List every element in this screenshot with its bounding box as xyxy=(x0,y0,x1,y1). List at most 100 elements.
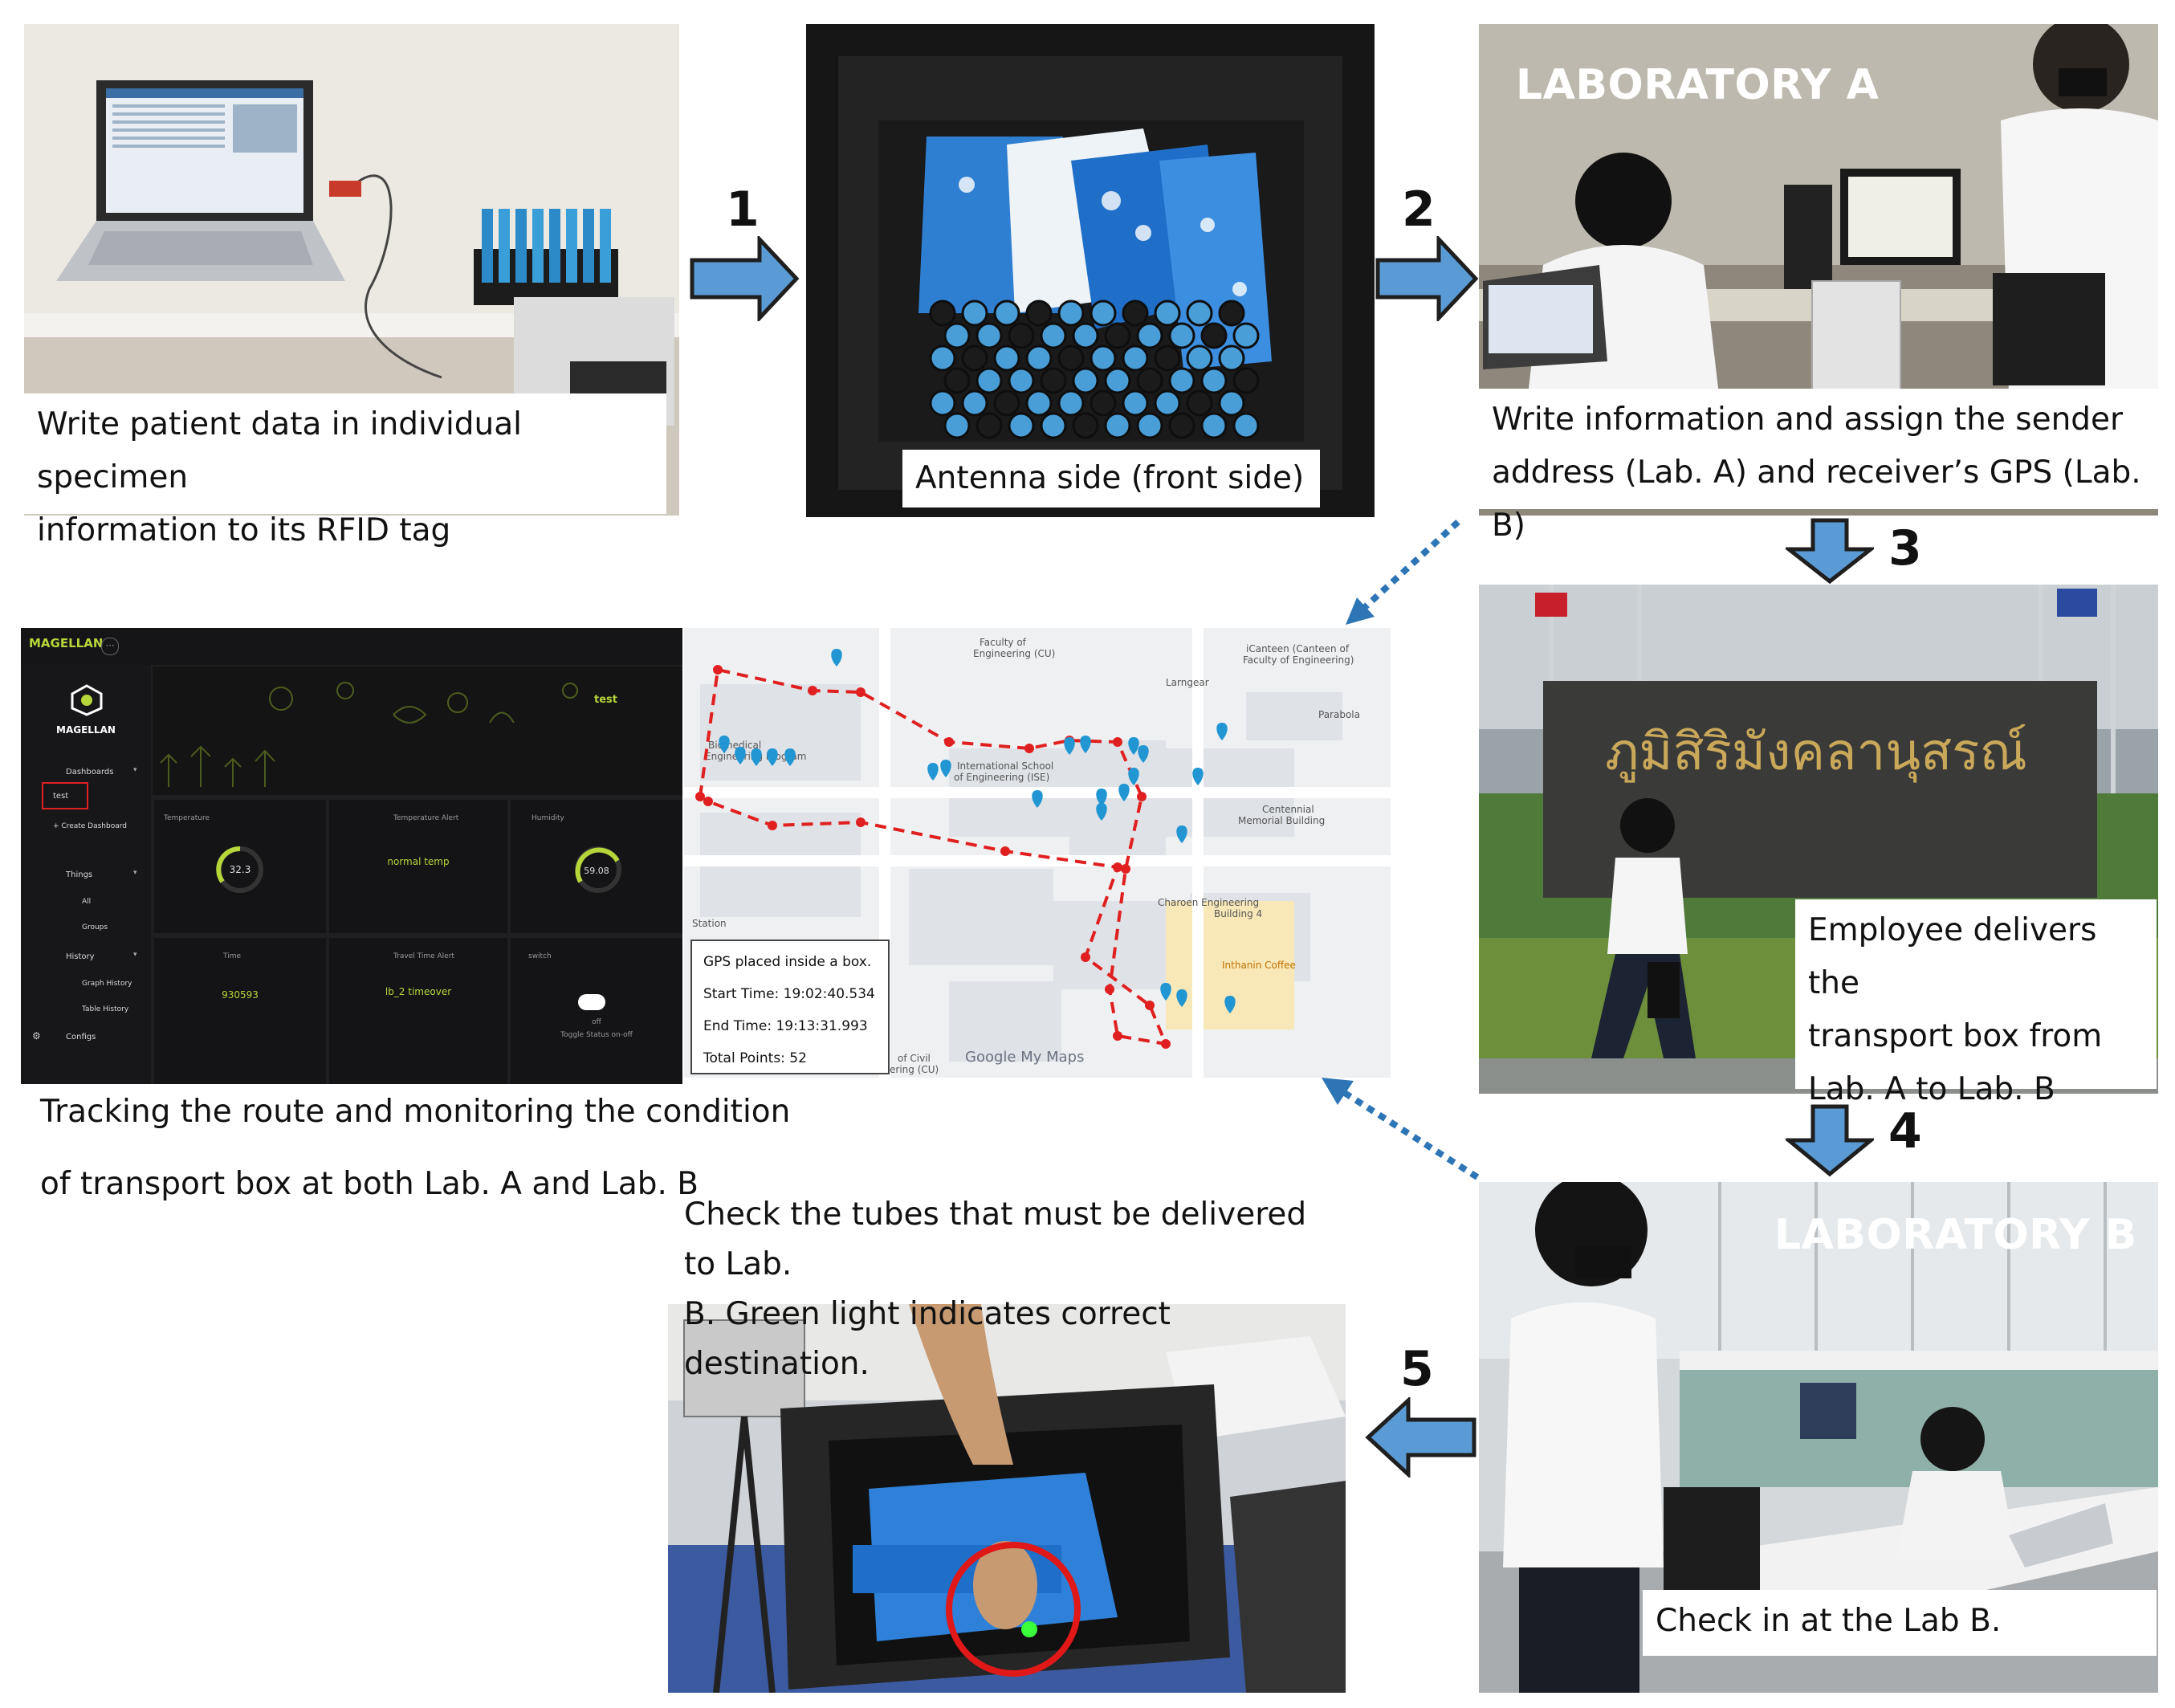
tube-cap-icon xyxy=(961,300,988,327)
humidity-value: 59.08 xyxy=(584,866,609,876)
route-point xyxy=(703,797,713,806)
map-pin-icon[interactable] xyxy=(927,763,939,781)
tube-cap-icon xyxy=(1090,389,1117,417)
map-pin-icon[interactable] xyxy=(751,748,762,766)
route-point xyxy=(768,821,777,830)
tube-cap-icon xyxy=(929,300,956,327)
map-pin-icon[interactable] xyxy=(1096,789,1107,806)
route-point xyxy=(1113,737,1122,747)
tube-icon xyxy=(482,234,493,283)
switch-toggle[interactable] xyxy=(578,994,605,1010)
tube-cap-icon xyxy=(975,367,1003,394)
route-map: Faculty of Engineering (CU) iCanteen (Ca… xyxy=(684,628,1391,1078)
tube-cap-icon xyxy=(1025,300,1053,327)
menu-toggle-icon[interactable]: ⋯ xyxy=(101,638,119,655)
tube-cap-icon xyxy=(1168,322,1195,349)
map-label-civil: of Civil xyxy=(898,1053,931,1064)
map-pin-icon[interactable] xyxy=(940,760,951,777)
tile-switch: switch off Toggle Status on-off xyxy=(511,938,682,1084)
magellan-dashboard: MAGELLAN ⋯ MAGELLAN Dashboards ▾ test + … xyxy=(21,628,682,1084)
map-pin-icon[interactable] xyxy=(1128,737,1139,755)
map-pin-icon[interactable] xyxy=(1080,736,1091,753)
map-pin-icon[interactable] xyxy=(1216,723,1228,740)
tube-cap-icon xyxy=(993,300,1020,327)
map-label-ise: International School xyxy=(957,760,1053,772)
caption-line: B. Green light indicates correct destina… xyxy=(684,1296,1171,1382)
tile-label: switch xyxy=(528,952,552,960)
sidebar-item-table-history[interactable]: Table History xyxy=(82,1005,129,1013)
map-label-station: Station xyxy=(692,918,727,929)
travel-alert-value: lb_2 timeover xyxy=(385,986,452,997)
switch-hint: Toggle Status on-off xyxy=(560,1031,633,1039)
map-pin-icon[interactable] xyxy=(784,748,796,766)
caption-line: Write information and assign the sender xyxy=(1492,402,2124,438)
map-pin-icon[interactable] xyxy=(1064,737,1075,755)
step-number-1: 1 xyxy=(726,181,760,238)
tracking-caption-line-1: Tracking the route and monitoring the co… xyxy=(40,1094,791,1130)
sidebar-item-all[interactable]: All xyxy=(82,898,92,906)
gps-info-box: GPS placed inside a box. Start Time: 19:… xyxy=(690,940,890,1074)
map-pin-icon[interactable] xyxy=(719,736,730,753)
tube-cap-icon xyxy=(1040,367,1067,394)
tile-label: Travel Time Alert xyxy=(393,952,454,960)
dashboard-sidebar: MAGELLAN Dashboards ▾ test + Create Dash… xyxy=(21,665,151,1084)
tracking-caption-line-2: of transport box at both Lab. A and Lab.… xyxy=(40,1166,699,1202)
tube-cap-icon xyxy=(929,344,956,372)
tube-cap-icon xyxy=(1090,300,1117,327)
tube-cap-icon xyxy=(1040,322,1067,349)
map-pin-icon[interactable] xyxy=(1032,790,1043,808)
map-pin-icon[interactable] xyxy=(1176,825,1187,843)
map-pin-icon[interactable] xyxy=(1192,768,1204,785)
caption-line: Lab. A to Lab. B xyxy=(1808,1071,2055,1107)
tube-cap-icon xyxy=(1136,367,1163,394)
route-point xyxy=(1105,984,1114,994)
sidebar-item-dashboards[interactable]: Dashboards xyxy=(66,768,114,777)
sidebar-item-test[interactable]: test xyxy=(42,782,88,809)
laboratory-a-title: LABORATORY A xyxy=(1516,61,1880,109)
map-pin-icon[interactable] xyxy=(1224,996,1236,1013)
tube-cap-icon xyxy=(1072,367,1099,394)
tube-cap-icon xyxy=(1186,344,1213,372)
map-pin-icon[interactable] xyxy=(831,649,842,666)
dashboard-banner: test xyxy=(153,666,682,795)
route-point xyxy=(1137,792,1147,801)
sidebar-item-graph-history[interactable]: Graph History xyxy=(82,980,132,988)
map-label-centennial: Centennial xyxy=(1262,804,1314,815)
map-pin-icon[interactable] xyxy=(735,747,746,764)
tube-cap-icon xyxy=(1186,389,1213,417)
map-pin-icon[interactable] xyxy=(1138,745,1149,763)
map-pin-icon[interactable] xyxy=(1118,784,1130,801)
tile-travel-time-alert: Travel Time Alert lb_2 timeover xyxy=(329,938,507,1084)
sidebar-item-history[interactable]: History xyxy=(66,952,95,961)
sidebar-item-groups[interactable]: Groups xyxy=(82,923,108,931)
temperature-value: 32.3 xyxy=(229,864,251,875)
map-pin-icon[interactable] xyxy=(1176,989,1187,1007)
tube-icon xyxy=(499,234,510,283)
map-pin-icon[interactable] xyxy=(1096,803,1107,821)
switch-state: off xyxy=(592,1018,601,1026)
sidebar-item-configs[interactable]: Configs xyxy=(66,1033,96,1042)
map-label-ise: of Engineering (ISE) xyxy=(954,772,1049,783)
caption-line: address (Lab. A) and receiver’s GPS (Lab… xyxy=(1492,455,2141,544)
sidebar-item-create-dashboard[interactable]: + Create Dashboard xyxy=(53,822,127,830)
tube-cap-icon xyxy=(1232,367,1260,394)
laboratory-b-title: LABORATORY B xyxy=(1774,1211,2137,1259)
dashboard-logo-text: MAGELLAN xyxy=(56,724,116,736)
map-pin-icon[interactable] xyxy=(767,748,778,766)
caption-step-2: Antenna side (front side) xyxy=(902,450,1320,508)
map-label-parabola: Parabola xyxy=(1318,709,1360,720)
map-pin-icon[interactable] xyxy=(1128,768,1139,785)
tube-cap-icon xyxy=(1200,412,1228,439)
map-label-civil: ering (CU) xyxy=(890,1064,939,1075)
tube-cap-icon xyxy=(1154,389,1181,417)
map-pin-icon[interactable] xyxy=(1160,983,1171,1001)
caption-line: Check in at the Lab B. xyxy=(1656,1603,2002,1639)
sidebar-item-things[interactable]: Things xyxy=(66,870,93,879)
tube-cap-icon xyxy=(1218,344,1245,372)
tube-cap-icon xyxy=(1057,389,1085,417)
caption-line: information to its RFID tag xyxy=(37,512,451,548)
tube-cap-icon xyxy=(1218,300,1245,327)
route-point xyxy=(1024,744,1034,753)
gps-start-time: Start Time: 19:02:40.534 xyxy=(703,986,875,1002)
tube-cap-icon xyxy=(1122,344,1149,372)
